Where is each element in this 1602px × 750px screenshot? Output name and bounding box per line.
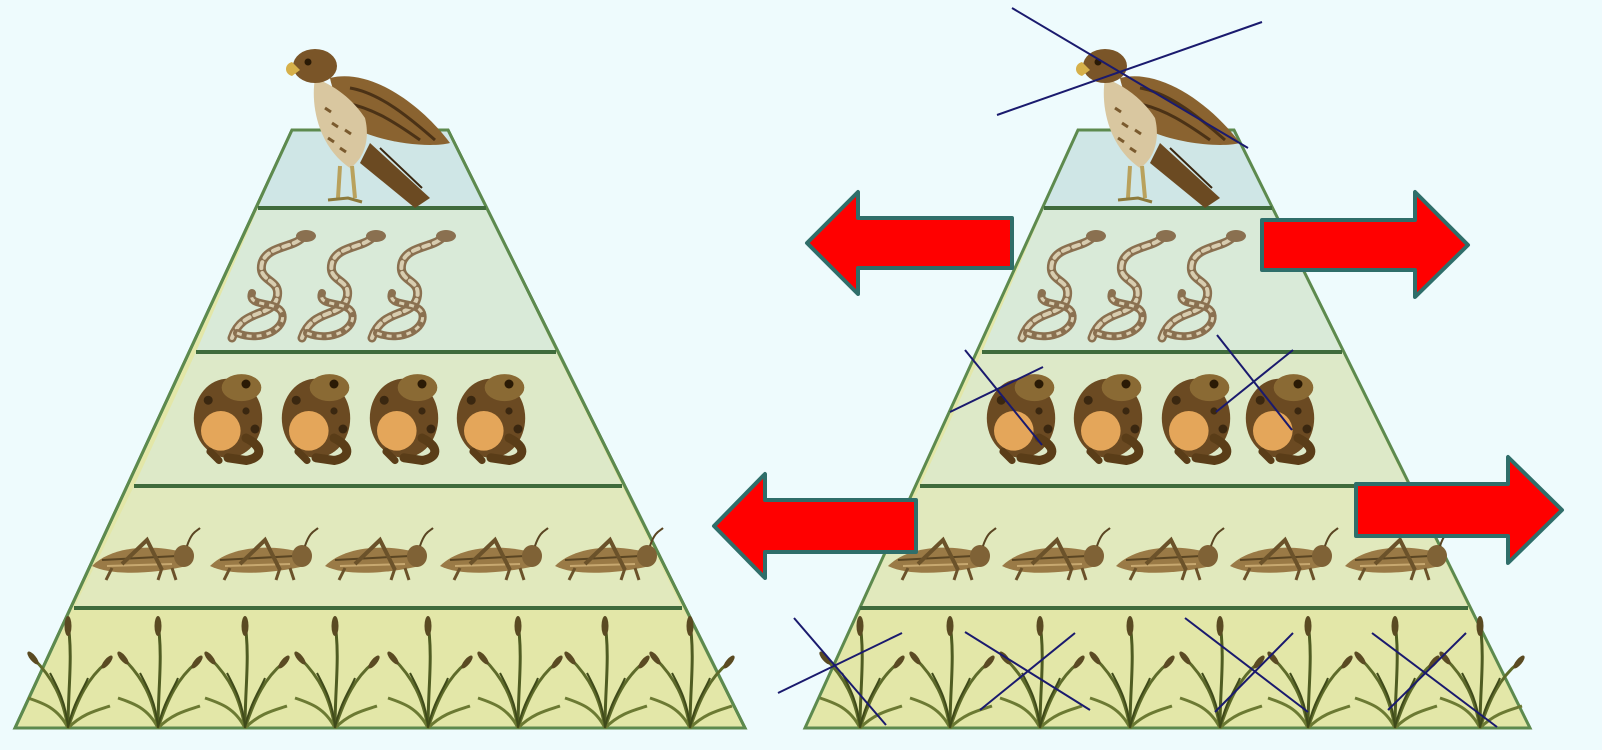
level-grasshopper bbox=[74, 486, 682, 608]
pyramid-intact bbox=[15, 49, 745, 728]
arrow-left-upper bbox=[807, 192, 1012, 294]
pyramid-disturbed bbox=[778, 8, 1530, 728]
